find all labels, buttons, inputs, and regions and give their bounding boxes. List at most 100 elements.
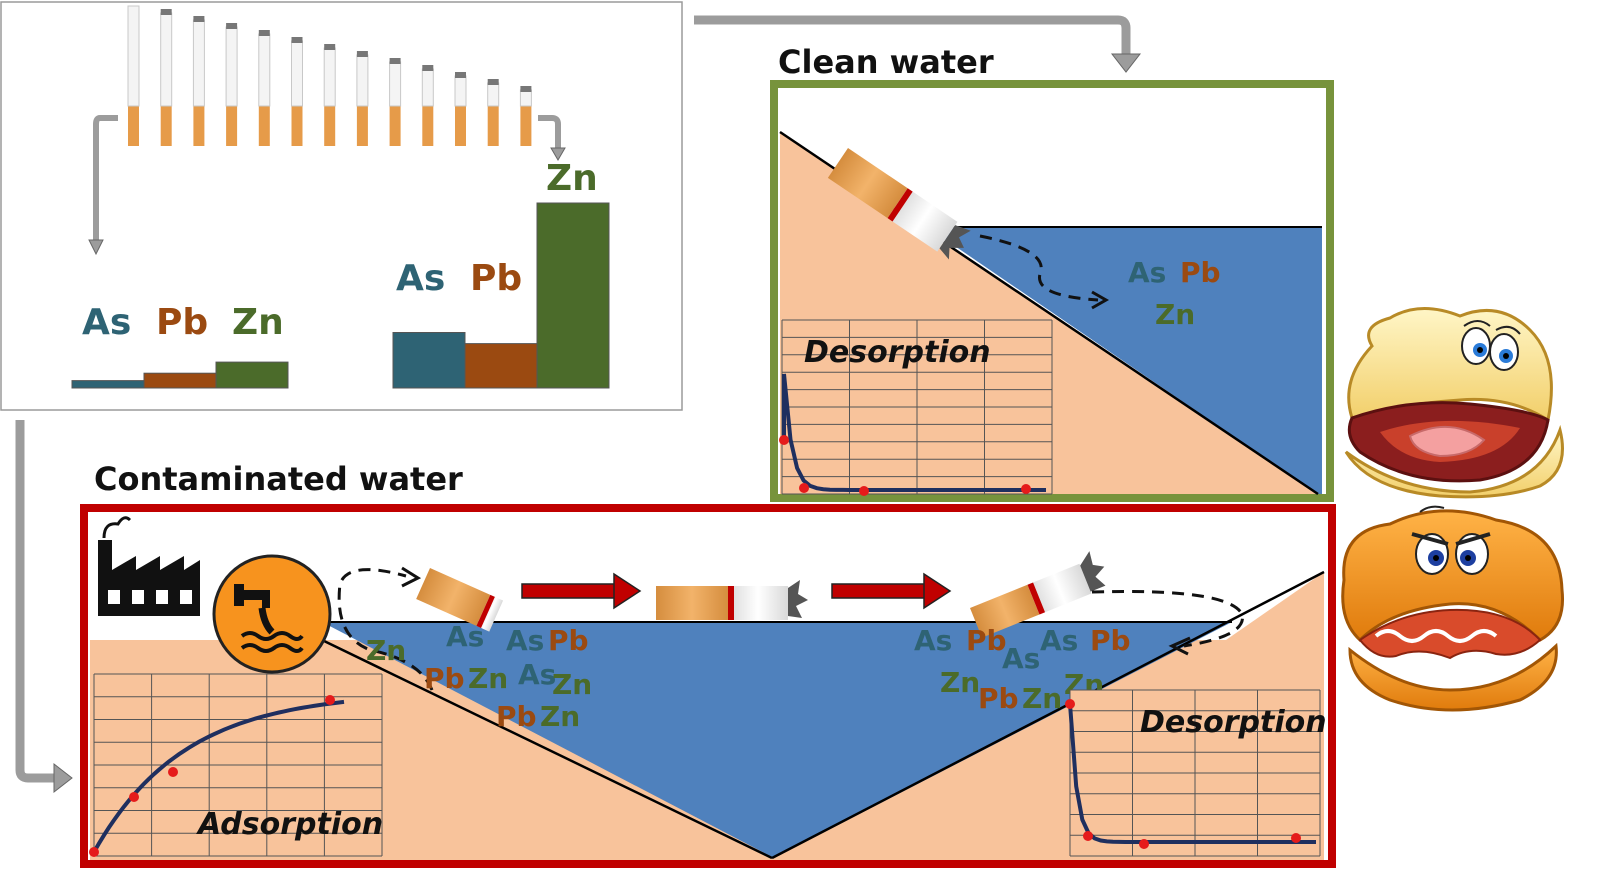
cigarette-butt-2: [656, 580, 808, 620]
ct-pb-3: Pb: [496, 700, 537, 733]
clean-water-title: Clean water: [778, 43, 994, 81]
cigarette-paper: [421, 68, 434, 107]
cigarette-filter: [520, 106, 532, 146]
flow-arrow-down-icon: [15, 420, 56, 783]
cigarette-ash: [160, 9, 172, 15]
contaminated-water-title: Contaminated water: [94, 460, 463, 498]
dashed-adsorption-arrow: [337, 568, 434, 691]
cigarette-filter: [258, 106, 270, 146]
desorption-chart-clean: [779, 319, 1053, 496]
cigarette-filter: [389, 106, 401, 146]
bar-as: [71, 380, 145, 389]
ct-as-1: As: [446, 620, 484, 653]
cigarette-ash: [487, 79, 499, 85]
data-point: [1083, 831, 1093, 841]
clean-zn: Zn: [1155, 298, 1195, 331]
down-arrow-right-icon: [538, 115, 561, 150]
red-arrow-1-icon: [521, 572, 642, 610]
bar-label-pb-right: Pb: [470, 258, 522, 299]
cigarette-ash: [520, 86, 532, 92]
ct-as-6: As: [1040, 624, 1078, 657]
bar-label-as-left: As: [82, 302, 131, 343]
bar-label-pb-left: Pb: [156, 302, 208, 343]
ct-as-2: As: [506, 624, 544, 657]
cigarette-paper: [519, 89, 532, 107]
cigarette-row: [127, 5, 532, 146]
cigarette-paper: [323, 47, 336, 107]
cigarette-filter: [291, 106, 303, 146]
cigarette-ash: [226, 23, 238, 29]
cigarette-paper: [127, 5, 140, 107]
adsorption-chart: [89, 673, 383, 857]
cigarette-ash: [291, 37, 303, 43]
ct-zn-6: Zn: [1022, 682, 1062, 715]
data-point: [1065, 699, 1075, 709]
desorption-label-contaminated: Desorption: [1140, 705, 1327, 740]
data-point: [325, 695, 335, 705]
bar-label-zn-left: Zn: [232, 302, 284, 343]
cigarette-ash: [193, 16, 205, 22]
cigarette-filter: [422, 106, 434, 146]
clean-as: As: [1128, 256, 1166, 289]
ct-as-4: As: [914, 624, 952, 657]
bar-label-zn-right: Zn: [546, 158, 598, 199]
cigarette-ash: [356, 51, 368, 57]
cigarette-paper: [291, 40, 303, 107]
down-arrow-left-icon: [93, 115, 118, 242]
cigarette-paper: [356, 54, 369, 107]
contaminated-water-body: [322, 622, 1232, 858]
cigarette-ash: [324, 44, 336, 50]
ct-pb-1: Pb: [424, 662, 465, 695]
data-point: [799, 483, 809, 493]
bar-zn: [536, 202, 610, 389]
ct-as-5: As: [1002, 642, 1040, 675]
effluent-pipe-icon: [212, 554, 332, 674]
bar-pb: [464, 343, 538, 389]
ct-pb-4: Pb: [966, 624, 1007, 657]
cigarette-paper: [225, 26, 238, 107]
sad-oyster-icon: [1341, 505, 1565, 712]
data-point: [89, 847, 99, 857]
ct-zn-4: Zn: [540, 700, 580, 733]
bar-as: [392, 332, 466, 389]
cigarette-ash: [389, 58, 401, 64]
desorption-curve: [1068, 703, 1316, 844]
cigarette-butt-clean: [827, 148, 971, 260]
bar-pb: [143, 372, 217, 389]
bar-zn: [215, 361, 289, 389]
cigarette-ash: [258, 30, 270, 36]
data-point: [859, 486, 869, 496]
cigarette-filter: [226, 106, 238, 146]
happy-oyster-icon: [1344, 306, 1564, 499]
dashed-release-arrow: [1091, 589, 1244, 648]
bar-label-as-right: As: [396, 258, 445, 299]
ct-zn-3: Zn: [552, 668, 592, 701]
ct-pb-2: Pb: [548, 624, 589, 657]
ct-as-3: As: [518, 658, 556, 691]
cigarette-paper: [192, 19, 205, 107]
cigarette-paper: [258, 33, 271, 107]
data-point: [1291, 833, 1301, 843]
cigarette-filter: [455, 106, 466, 146]
cigarette-ash: [455, 72, 466, 78]
cigarette-paper: [487, 82, 500, 107]
clean-water-body: [927, 227, 1322, 494]
desorption-label-clean: Desorption: [804, 335, 991, 370]
cigarette-filter: [487, 106, 499, 146]
cigarette-paper: [454, 75, 467, 107]
cigarette-filter: [356, 106, 368, 146]
cigarette-filter: [160, 106, 172, 146]
data-point: [779, 435, 789, 445]
cigarette-ash: [422, 65, 434, 71]
ct-zn-2: Zn: [468, 662, 508, 695]
data-point: [1021, 484, 1031, 494]
flow-arrow-right-icon: [694, 15, 1131, 56]
cigarette-paper: [389, 61, 402, 107]
ct-zn-5: Zn: [940, 666, 980, 699]
desorption-curve: [782, 373, 1046, 492]
cigarette-filter: [128, 106, 139, 146]
cigarette-filter: [324, 106, 336, 146]
ct-pb-5: Pb: [1090, 624, 1131, 657]
ct-zn-1: Zn: [366, 634, 406, 667]
cigarette-paper: [160, 12, 173, 107]
